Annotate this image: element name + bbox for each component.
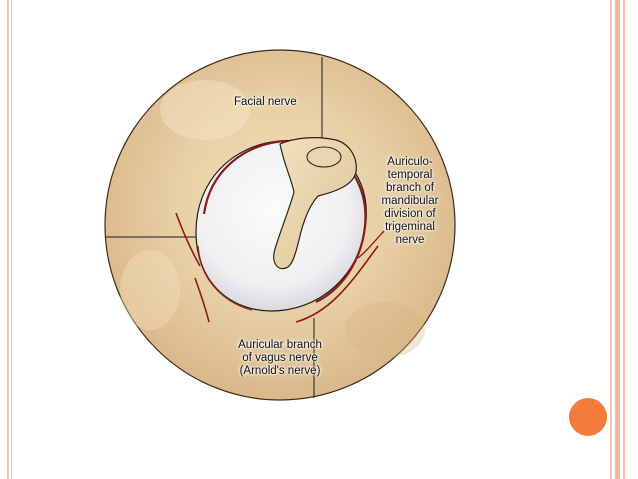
auricular-vagus-label-line: (Arnold's nerve) xyxy=(239,365,321,377)
auriculotemporal-nerve-branch-2 xyxy=(357,230,385,259)
auriculotemporal-label-line: division of xyxy=(384,208,436,220)
auricular-vagus-label-line: Auricular branch xyxy=(238,339,322,351)
skin-shading xyxy=(120,250,180,330)
canal-rim-nerve-lower xyxy=(197,245,253,311)
right-border-line xyxy=(610,0,612,479)
auriculotemporal-label-line: temporal xyxy=(387,169,433,181)
auriculotemporal-label-line: Auriculo- xyxy=(387,156,433,168)
ossicle-opening xyxy=(306,146,342,168)
auricular-vagus-label: Auricular branch of vagus nerve (Arnold'… xyxy=(215,339,345,378)
right-border-line-outer xyxy=(623,0,625,479)
left-nerve-branch-2 xyxy=(194,277,210,323)
auriculotemporal-label-line: branch of xyxy=(386,182,434,194)
left-border-line-thin xyxy=(11,0,12,479)
facial-nerve-label: Facial nerve xyxy=(234,96,297,108)
auriculotemporal-label: Auriculo- temporal branch of mandibular … xyxy=(367,156,453,247)
left-border-line xyxy=(7,0,9,479)
auriculotemporal-nerve-branch xyxy=(295,245,379,323)
ossicle-structure xyxy=(273,137,357,270)
left-nerve-branch-1 xyxy=(175,212,201,267)
right-border-band xyxy=(615,0,620,479)
skin-shading xyxy=(160,80,250,140)
auriculotemporal-label-line: mandibular xyxy=(381,195,439,207)
auriculotemporal-label-line: nerve xyxy=(395,234,425,246)
auricular-vagus-label-line: of vagus nerve xyxy=(242,352,318,364)
orange-accent-dot xyxy=(569,398,607,436)
auriculotemporal-label-line: trigeminal xyxy=(385,221,435,233)
skin-shading xyxy=(345,302,425,358)
